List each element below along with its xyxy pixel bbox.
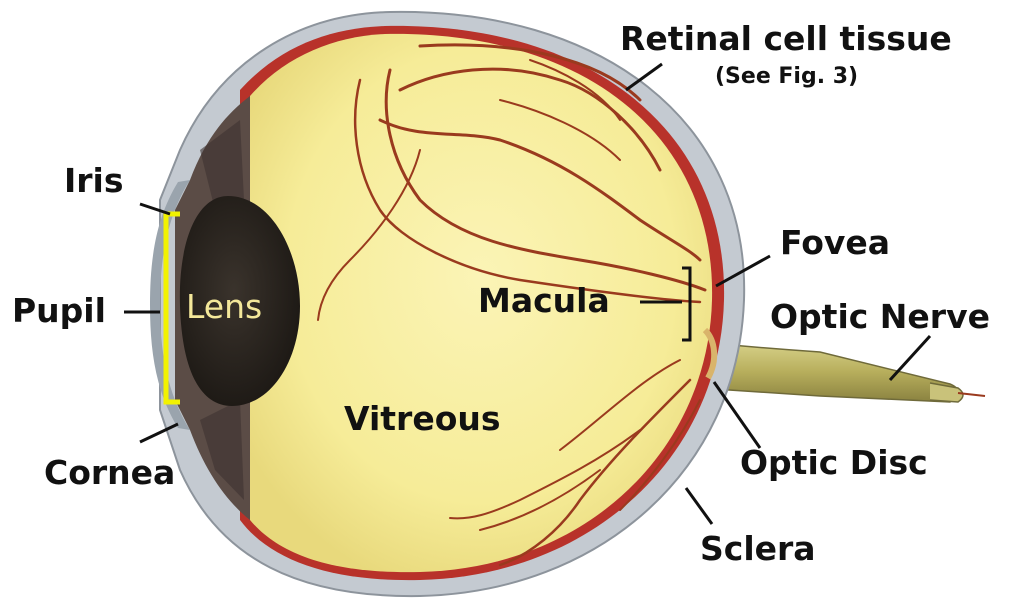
optic-nerve-shape [700, 342, 985, 402]
label-iris: Iris [64, 164, 124, 197]
label-macula: Macula [478, 284, 610, 317]
label-lens: Lens [186, 290, 262, 323]
label-vitreous: Vitreous [344, 402, 501, 435]
label-optic-nerve: Optic Nerve [770, 300, 990, 333]
label-fovea: Fovea [780, 226, 890, 259]
label-optic-disc: Optic Disc [740, 446, 928, 479]
label-cornea: Cornea [44, 456, 175, 489]
label-sclera: Sclera [700, 532, 816, 565]
label-see-fig: (See Fig. 3) [715, 66, 858, 88]
label-retinal-cell-tissue: Retinal cell tissue [620, 22, 952, 55]
label-pupil: Pupil [12, 294, 106, 327]
